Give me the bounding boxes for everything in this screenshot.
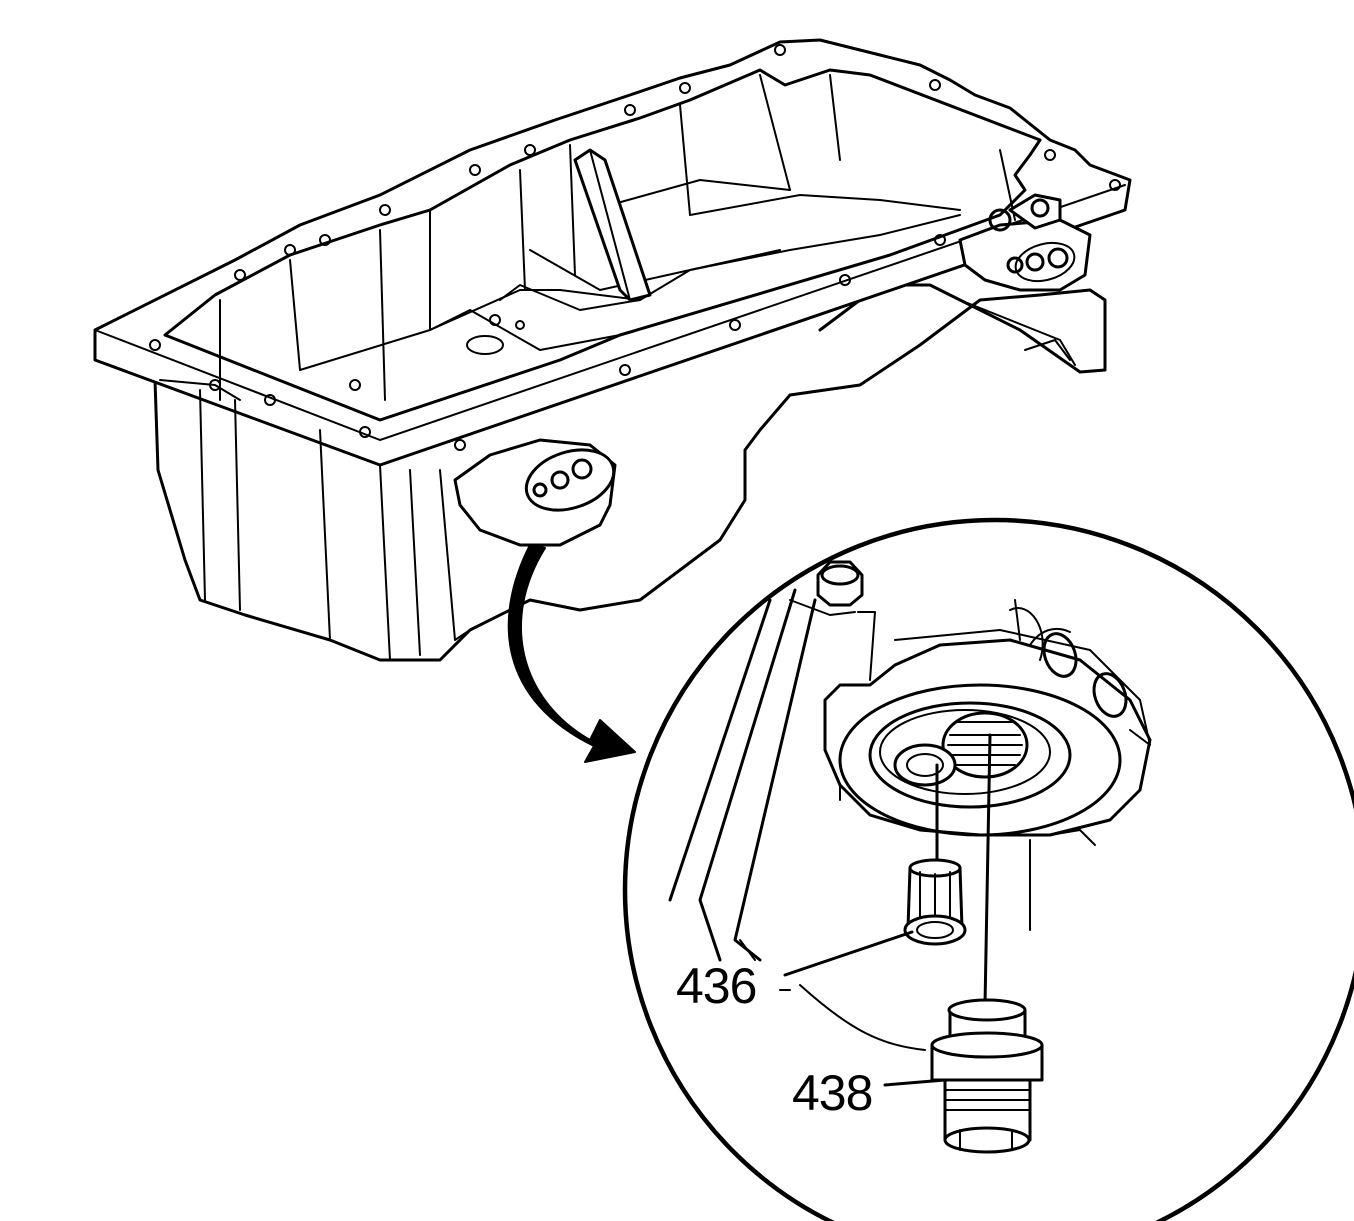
oil-pan — [93, 38, 1132, 662]
callout-label-438: 438 — [792, 1065, 872, 1121]
leader-line-436 — [783, 930, 914, 977]
drain-plug-bolt-top — [816, 560, 864, 607]
flange-bolt-holes — [149, 44, 1121, 451]
detail-view — [622, 517, 1354, 1221]
detail-circle — [622, 517, 1354, 1221]
filter-screen-436 — [903, 858, 967, 946]
drain-plug-438 — [930, 998, 1044, 1154]
oil-pan-inner-rim — [163, 68, 1042, 422]
callout-label-436: 436 — [676, 958, 756, 1014]
callouts: 436 438 — [676, 930, 947, 1121]
detail-arrow — [507, 544, 636, 763]
leader-line-438 — [883, 1078, 947, 1087]
threaded-bore — [941, 711, 1029, 779]
